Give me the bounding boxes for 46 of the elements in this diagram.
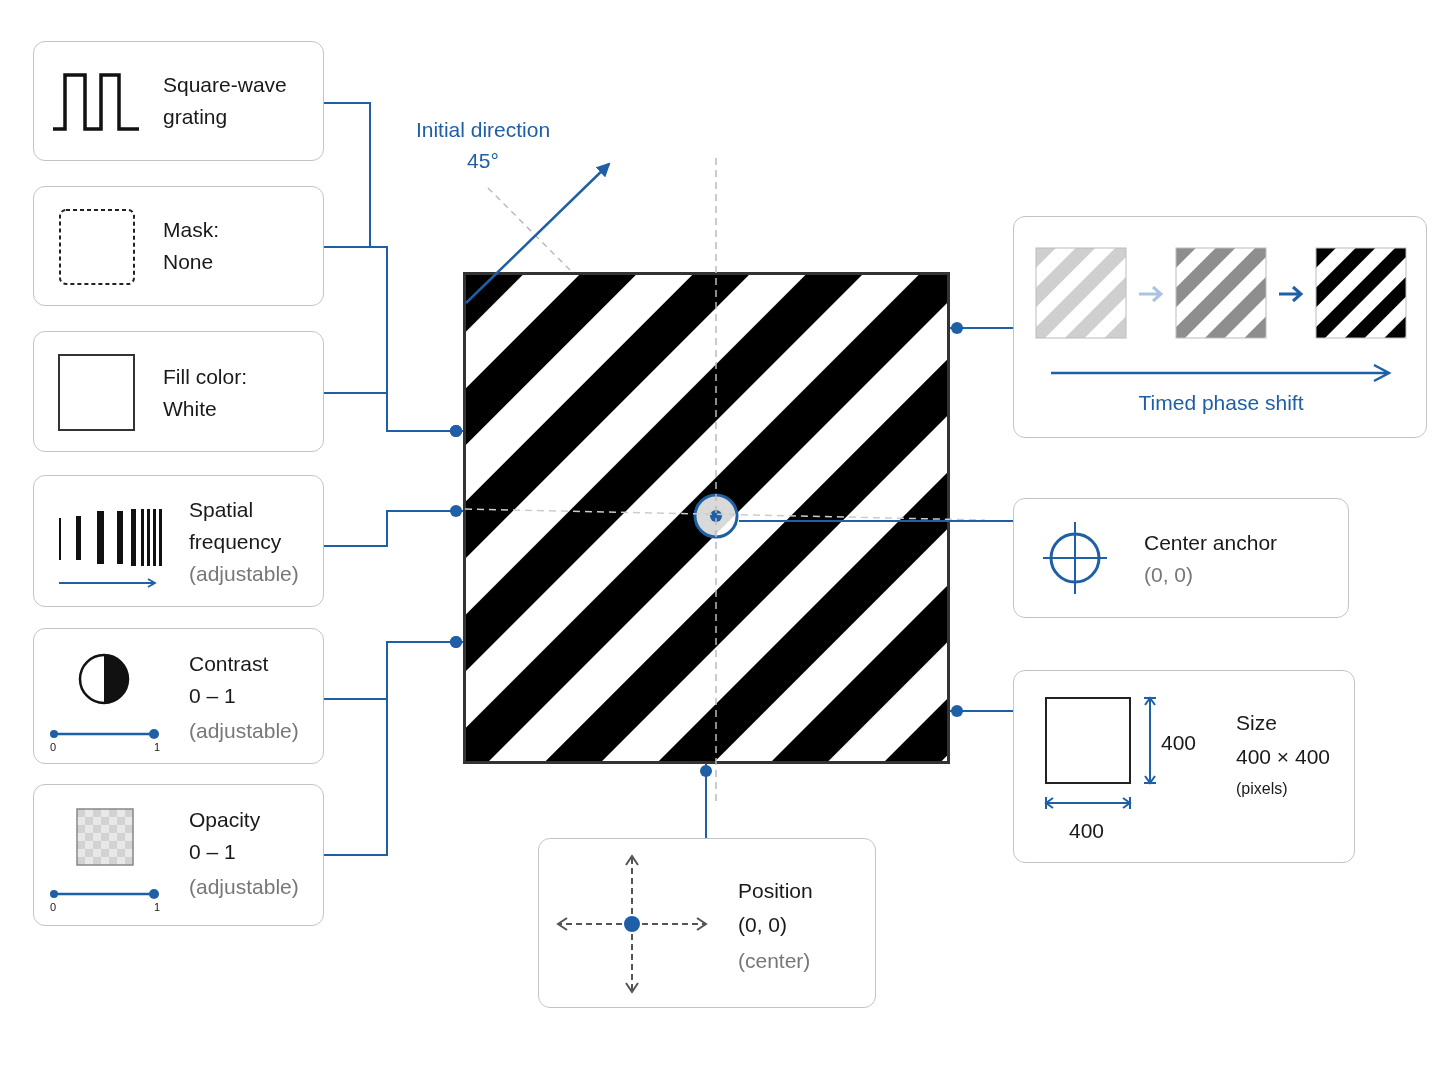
unit-note: (pixels)	[1236, 779, 1288, 799]
parameter-card	[33, 784, 324, 926]
parameter-label: 400 × 400	[1236, 744, 1330, 770]
parameter-label: Contrast	[189, 651, 269, 677]
direction-label: Initial direction 45°	[414, 117, 552, 174]
phase-shift-card	[1013, 216, 1427, 438]
parameter-card	[33, 186, 324, 306]
parameter-label: Mask: None	[163, 217, 220, 275]
parameter-card	[33, 331, 324, 452]
note-text: (adjustable)	[189, 561, 299, 587]
parameter-card	[538, 838, 876, 1008]
connector-line	[323, 636, 464, 856]
center-marker	[693, 493, 739, 539]
grating-square	[463, 272, 950, 764]
dimension-label: 400	[1161, 730, 1197, 756]
parameter-label: Spatial frequency	[189, 497, 283, 555]
parameter-card	[33, 41, 324, 161]
scale-label: 1	[154, 741, 161, 754]
scale-label: 0	[50, 901, 57, 914]
connector-line	[700, 763, 712, 839]
note-text: (center)	[738, 948, 811, 974]
connector-line	[949, 322, 1014, 334]
parameter-label: (0, 0)	[738, 912, 787, 938]
parameter-label: Center anchor	[1144, 530, 1278, 556]
connector-line	[323, 392, 464, 437]
parameter-label: 0 – 1	[189, 839, 236, 865]
note-text: (0, 0)	[1144, 562, 1193, 588]
parameter-label: Fill color: White	[163, 364, 248, 422]
parameter-card	[33, 475, 324, 607]
parameter-label: Square-wave grating	[163, 72, 288, 130]
parameter-label: Position	[738, 878, 813, 904]
dimension-label: 400	[1069, 818, 1105, 844]
parameter-label: Size	[1236, 710, 1277, 736]
parameter-card	[1013, 498, 1349, 618]
parameter-label: Opacity	[189, 807, 261, 833]
scale-label: 1	[154, 901, 161, 914]
note-text: (adjustable)	[189, 718, 299, 744]
caption-text: Timed phase shift	[1137, 390, 1305, 416]
connector-line	[738, 520, 1014, 522]
connector-line	[323, 505, 464, 547]
note-text: (adjustable)	[189, 874, 299, 900]
scale-label: 0	[50, 741, 57, 754]
parameter-card	[33, 628, 324, 764]
connector-line	[949, 705, 1014, 717]
parameter-label: 0 – 1	[189, 683, 236, 709]
parameter-card	[1013, 670, 1355, 863]
